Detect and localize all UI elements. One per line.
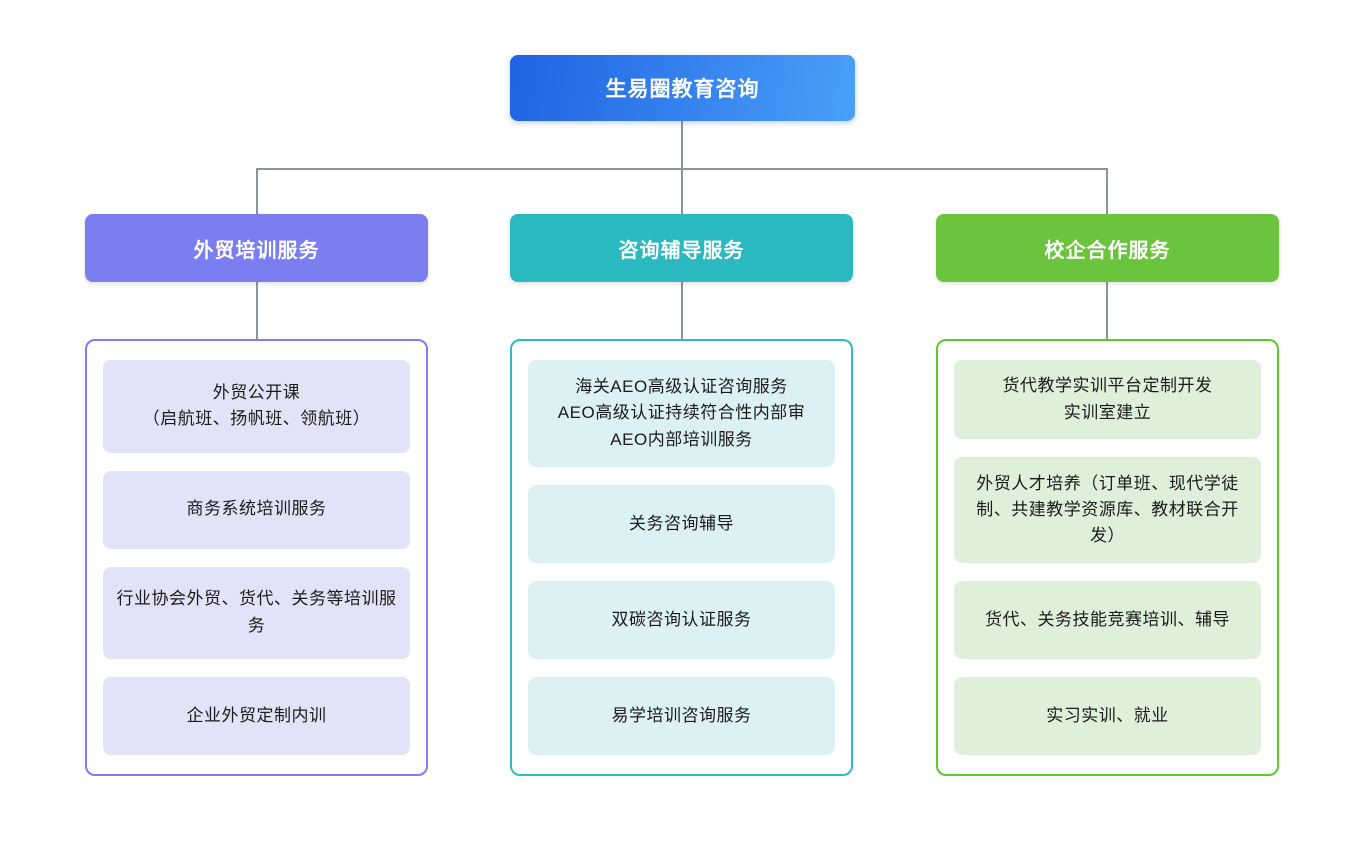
connector-horizontal-rail [256, 168, 1107, 170]
branch-node-consulting-coaching[interactable]: 咨询辅导服务 [510, 214, 853, 282]
leaf-node[interactable]: 商务系统培训服务 [103, 470, 410, 549]
connector-branch-2-body [681, 282, 683, 339]
leaf-node[interactable]: 双碳咨询认证服务 [528, 581, 835, 659]
branch-group-school-enterprise-cooperation: 货代教学实训平台定制开发 实训室建立 外贸人才培养（订单班、现代学徒制、共建教学… [936, 339, 1279, 776]
leaf-node[interactable]: 海关AEO高级认证咨询服务 AEO高级认证持续符合性内部审 AEO内部培训服务 [528, 360, 835, 467]
leaf-node[interactable]: 实习实训、就业 [954, 677, 1261, 755]
leaf-node[interactable]: 货代教学实训平台定制开发 实训室建立 [954, 360, 1261, 440]
connector-root-stem [681, 121, 683, 214]
connector-drop-branch-1 [256, 168, 258, 214]
leaf-node[interactable]: 行业协会外贸、货代、关务等培训服务 [103, 566, 410, 659]
branch-group-foreign-trade-training: 外贸公开课 （启航班、扬帆班、领航班） 商务系统培训服务 行业协会外贸、货代、关… [85, 339, 428, 776]
branch-node-foreign-trade-training[interactable]: 外贸培训服务 [85, 214, 428, 282]
connector-branch-1-body [256, 282, 258, 339]
connector-drop-branch-3 [1106, 168, 1108, 214]
leaf-node[interactable]: 易学培训咨询服务 [528, 677, 835, 755]
branch-node-school-enterprise-cooperation[interactable]: 校企合作服务 [936, 214, 1279, 282]
leaf-node[interactable]: 货代、关务技能竞赛培训、辅导 [954, 581, 1261, 659]
leaf-node[interactable]: 外贸公开课 （启航班、扬帆班、领航班） [103, 360, 410, 453]
leaf-node[interactable]: 关务咨询辅导 [528, 485, 835, 563]
branch-group-consulting-coaching: 海关AEO高级认证咨询服务 AEO高级认证持续符合性内部审 AEO内部培训服务 … [510, 339, 853, 776]
leaf-node[interactable]: 外贸人才培养（订单班、现代学徒制、共建教学资源库、教材联合开发） [954, 457, 1261, 563]
connector-branch-3-body [1106, 282, 1108, 339]
leaf-node[interactable]: 企业外贸定制内训 [103, 677, 410, 755]
root-node[interactable]: 生易圈教育咨询 [510, 55, 855, 121]
